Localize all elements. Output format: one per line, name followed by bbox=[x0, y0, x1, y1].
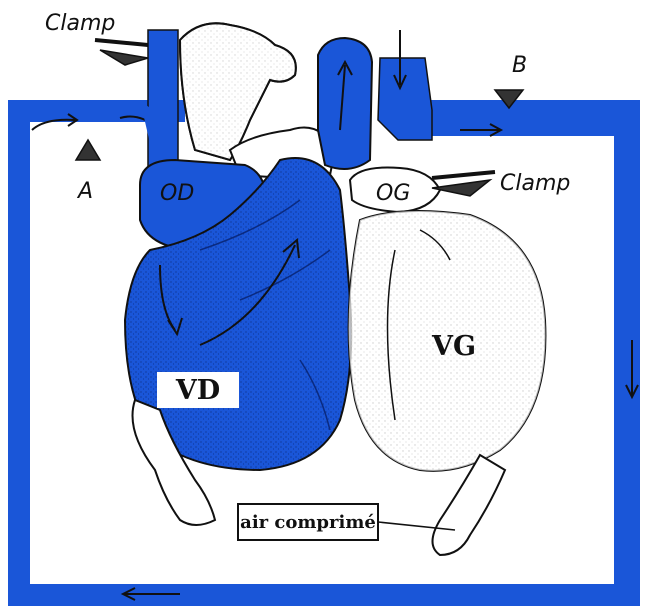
clamp-right-label: Clamp bbox=[500, 171, 570, 196]
pulmonary-artery bbox=[318, 38, 372, 169]
port-a-label: A bbox=[76, 179, 93, 204]
air-compressed-label: air comprimé bbox=[237, 503, 379, 541]
od-label: OD bbox=[160, 181, 194, 206]
vg-label: VG bbox=[431, 331, 476, 362]
clamp-left-label: Clamp bbox=[45, 11, 115, 36]
clamp-left bbox=[95, 40, 148, 65]
pulmonary-vein-tube bbox=[378, 58, 432, 140]
outflow-tube-b bbox=[430, 116, 640, 136]
vd-label: VD bbox=[157, 372, 239, 408]
og-label: OG bbox=[376, 181, 410, 206]
port-b-label: B bbox=[512, 53, 527, 78]
